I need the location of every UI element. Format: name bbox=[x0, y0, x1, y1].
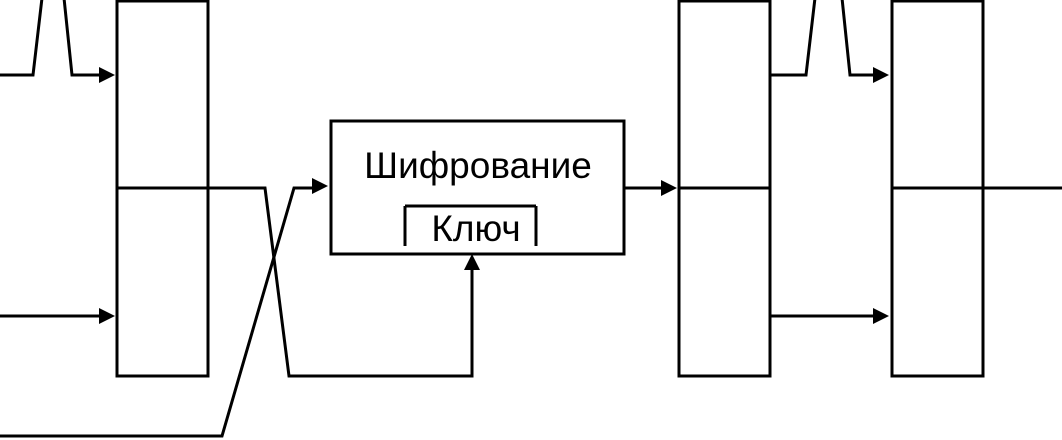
left-lower-input-arrowhead bbox=[99, 308, 115, 324]
key-label: Ключ bbox=[431, 208, 520, 249]
right-shift-register bbox=[890, 0, 985, 378]
right-lower-input bbox=[770, 308, 889, 324]
register-to-key-line bbox=[208, 186, 474, 378]
left-shift-register bbox=[115, 0, 210, 378]
encryption-output bbox=[624, 180, 677, 196]
left-pulse-arrowhead bbox=[99, 67, 115, 83]
encryption-input-arrowhead bbox=[312, 178, 328, 194]
middle-shift-register bbox=[677, 0, 772, 378]
left-pulse-input bbox=[0, 0, 115, 83]
left-pulse-line bbox=[0, 0, 101, 77]
data-to-encryption-line bbox=[0, 186, 314, 438]
encryption-block: Шифрование Ключ bbox=[329, 119, 626, 256]
register-to-key-path bbox=[208, 186, 480, 378]
left-lower-input bbox=[0, 308, 115, 324]
encryption-label: Шифрование bbox=[364, 145, 592, 186]
data-to-encryption-path bbox=[0, 178, 328, 438]
key-input-arrowhead bbox=[464, 254, 480, 270]
right-pulse-line bbox=[770, 0, 874, 77]
right-pulse-input bbox=[770, 0, 889, 83]
encryption-output-arrowhead bbox=[661, 180, 677, 196]
right-pulse-arrowhead bbox=[873, 67, 889, 83]
right-lower-input-arrowhead bbox=[873, 308, 889, 324]
